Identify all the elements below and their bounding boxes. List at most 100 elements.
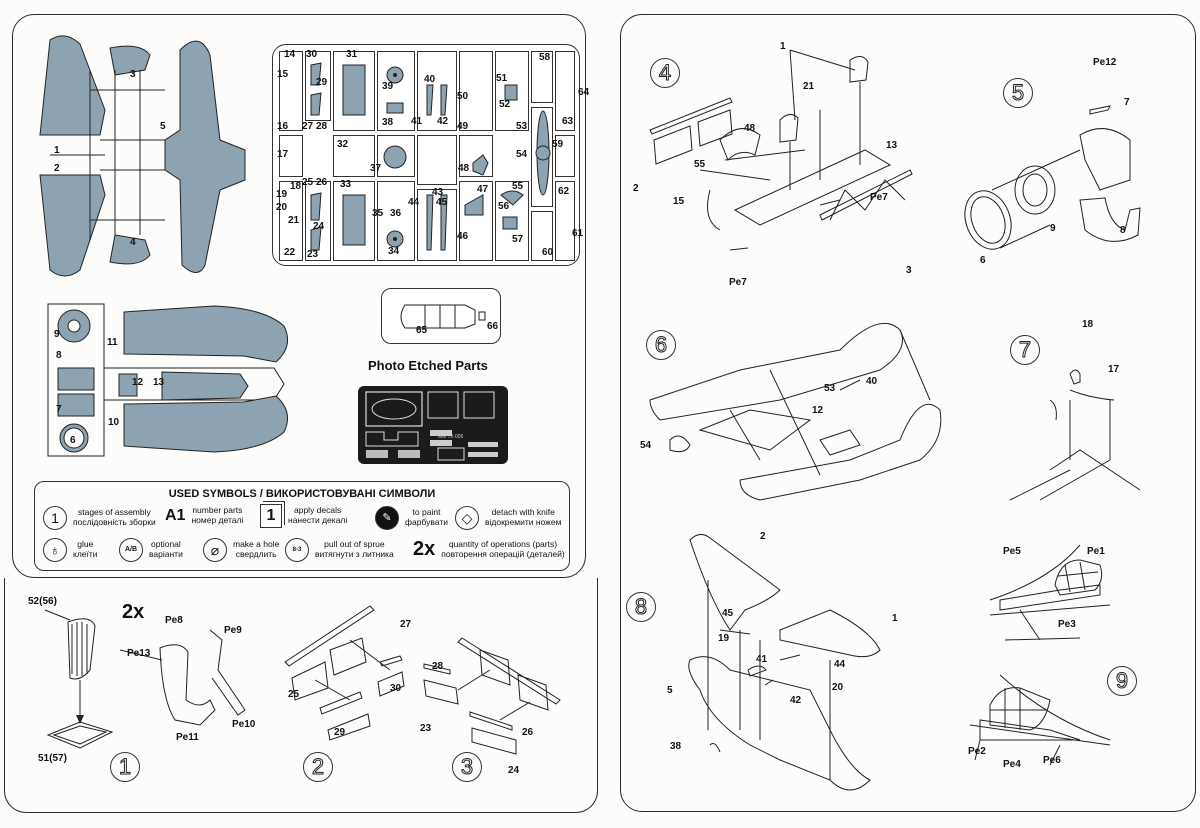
step4-label-1-circle: 1 xyxy=(780,41,786,52)
step7-label-17: 17 xyxy=(1108,364,1120,375)
step3-label-28: 28 xyxy=(432,661,444,672)
step1-label-pe13: Pe13 xyxy=(127,648,151,659)
step8-label-45: 45 xyxy=(722,608,734,619)
part-label-29: 29 xyxy=(316,77,328,88)
part-label-64: 64 xyxy=(578,87,590,98)
part-label-41: 41 xyxy=(411,116,423,127)
part-label-62: 62 xyxy=(558,186,570,197)
step9-label-pe2: Pe2 xyxy=(968,746,986,757)
step2-label-25: 25 xyxy=(288,689,300,700)
part-label-61: 61 xyxy=(572,228,584,239)
part-label-3: 3 xyxy=(130,69,136,80)
stage-circle-icon: 1 xyxy=(43,506,67,530)
part-label-8: 8 xyxy=(56,350,62,361)
part-label-30: 30 xyxy=(306,49,318,60)
step7-label-18: 18 xyxy=(1082,319,1094,330)
part-label-52: 52 xyxy=(499,99,511,110)
part-label-34: 34 xyxy=(388,246,400,257)
step-3-drawing xyxy=(423,637,561,755)
decal-icon: 1 xyxy=(260,504,282,528)
legend-ua: відокремити ножем xyxy=(485,517,562,527)
legend-title: USED SYMBOLS / ВИКОРИСТОВУВАНІ СИМВОЛИ xyxy=(168,488,436,500)
step-2-number: 2 xyxy=(303,752,333,782)
part-label-24: 24 xyxy=(313,221,325,232)
legend-ua: варіанти xyxy=(149,549,183,559)
step4-label-pe7-right: Pe7 xyxy=(870,192,888,203)
part-label-11: 11 xyxy=(107,337,118,348)
part-label-25: 25 xyxy=(302,177,314,188)
part-label-19: 19 xyxy=(276,189,288,200)
step8-label-42: 42 xyxy=(790,695,802,706)
step8-label-20: 20 xyxy=(832,682,844,693)
legend-en: optional xyxy=(151,539,181,550)
step-1-drawing xyxy=(44,609,246,749)
part-label-2: 2 xyxy=(54,163,60,174)
part-label-18: 18 xyxy=(290,181,302,192)
step8-label-41: 41 xyxy=(756,654,768,665)
part-label-42: 42 xyxy=(437,116,449,127)
step4-label-pe7-left: Pe7 xyxy=(729,277,747,288)
part-label-28: 28 xyxy=(316,121,328,132)
part-8-shape xyxy=(57,367,95,391)
knife-icon: ◇ xyxy=(455,506,479,530)
wing-part-2 xyxy=(39,174,106,277)
step6-label-40: 40 xyxy=(866,376,878,387)
legend-en: pull out of sprue xyxy=(324,539,385,550)
step2-label-30: 30 xyxy=(390,683,402,694)
part-label-50: 50 xyxy=(457,91,469,102)
part-label-63: 63 xyxy=(562,116,574,127)
step1-label-52-56: 52(56) xyxy=(28,596,57,607)
part-label-10: 10 xyxy=(108,417,120,428)
legend-en: number parts xyxy=(192,505,243,515)
quantity-icon: 2x xyxy=(413,538,436,560)
part-label-13: 13 xyxy=(153,377,165,388)
part-label-9: 9 xyxy=(54,329,60,340)
step6-label-12: 12 xyxy=(812,405,824,416)
step3-label-26: 26 xyxy=(522,727,534,738)
step4-label-21: 21 xyxy=(803,81,815,92)
legend-en: detach with knife xyxy=(491,507,555,518)
part-label-44: 44 xyxy=(408,197,420,208)
fuselage-part-10 xyxy=(123,395,289,453)
step5-label-7: 7 xyxy=(1124,97,1130,108)
part-label-21: 21 xyxy=(288,215,300,226)
step9-label-pe5: Pe5 xyxy=(1003,546,1021,557)
step5-label-9: 9 xyxy=(1050,223,1056,234)
step4-label-55: 55 xyxy=(694,159,706,170)
step5-label-8: 8 xyxy=(1120,225,1126,236)
part-label-60: 60 xyxy=(542,247,554,258)
legend-en: stages of assembly xyxy=(77,507,151,518)
step-7-drawing xyxy=(1009,369,1141,501)
step-8-number: 8 xyxy=(626,592,656,622)
step8-label-5: 5 xyxy=(667,685,673,696)
sprue-pull-icon: 8-3 xyxy=(285,538,309,562)
step8-label-19: 19 xyxy=(718,633,730,644)
step6-label-54: 54 xyxy=(640,440,652,451)
pe-fret-code: MM 72-005 xyxy=(438,434,464,440)
step-9-drawing-top xyxy=(989,544,1111,641)
step-3-number: 3 xyxy=(452,752,482,782)
part-7-shape xyxy=(57,393,95,417)
part-label-46: 46 xyxy=(457,231,469,242)
part-label-1: 1 xyxy=(54,145,60,156)
aileron-part-4 xyxy=(109,234,151,265)
right-page-frame xyxy=(620,14,1196,812)
part-label-20: 20 xyxy=(276,202,288,213)
part-label-37: 37 xyxy=(370,163,382,174)
wing-part-1 xyxy=(39,35,106,136)
sprue-b-parts xyxy=(310,62,551,251)
step4-label-2-circle: 2 xyxy=(633,183,639,194)
step8-label-44: 44 xyxy=(834,659,846,670)
part-label-65: 65 xyxy=(416,325,428,336)
legend-ua: свердлить xyxy=(235,549,277,559)
step-6-drawing xyxy=(649,322,942,501)
step5-label-pe12: Pe12 xyxy=(1093,57,1117,68)
part-label-22: 22 xyxy=(284,247,296,258)
step4-label-3-circle: 3 xyxy=(906,265,912,276)
part-label-26: 26 xyxy=(316,177,328,188)
legend-ua: нанести декалі xyxy=(288,515,348,525)
part-label-66: 66 xyxy=(487,321,499,332)
